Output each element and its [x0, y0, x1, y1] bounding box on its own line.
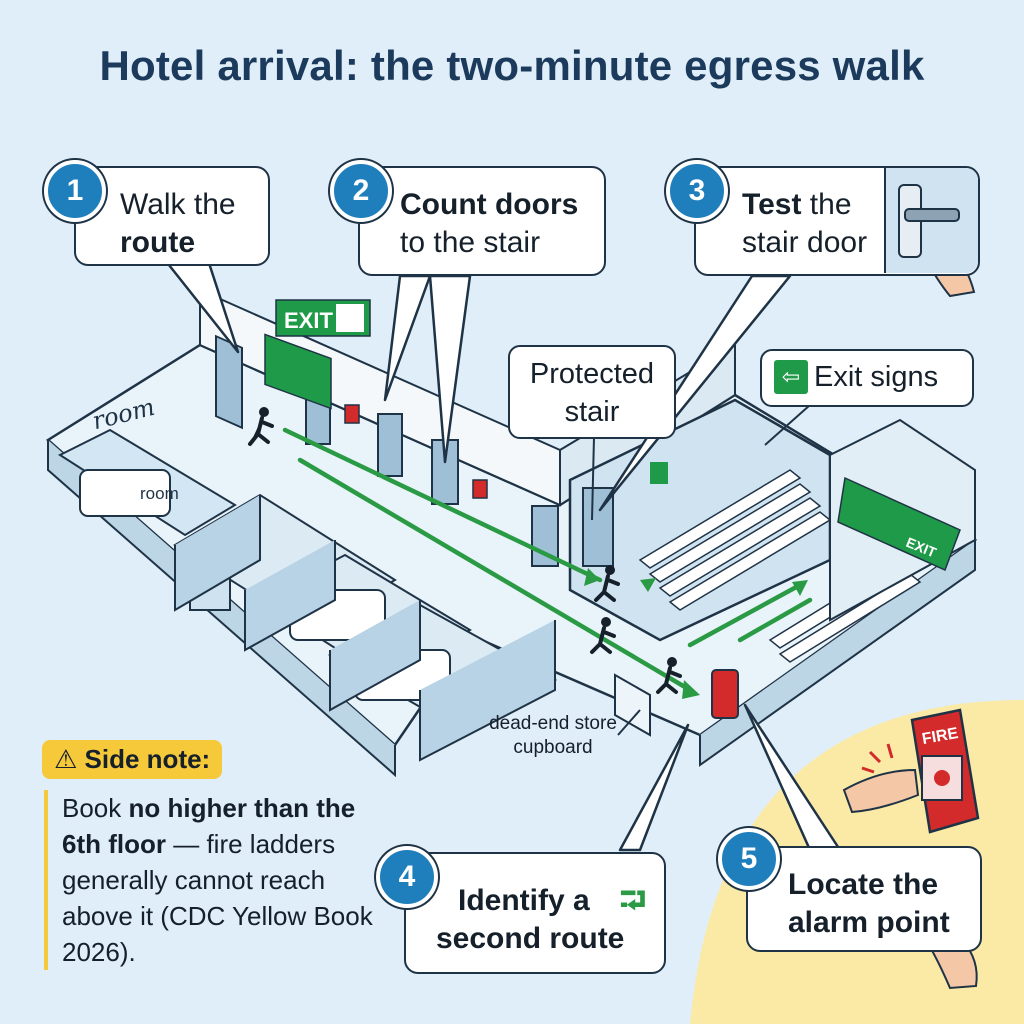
step-1-line2: route — [120, 226, 195, 259]
step-4-line2: second route — [436, 922, 625, 955]
step-4-badge: 4 — [376, 846, 438, 908]
svg-text:EXIT: EXIT — [284, 308, 333, 333]
warning-icon: ⚠ — [54, 744, 85, 774]
step-2-line2: to the stair — [400, 226, 541, 259]
side-note-body: Book no higher than the 6th floor — fire… — [44, 790, 392, 970]
exit-sign-stair — [650, 462, 668, 484]
exit-sign-right: EXIT — [837, 476, 961, 572]
protected-stair-label: Protected stair — [508, 345, 676, 439]
reroute-arrows-icon: ⮒ — [619, 882, 646, 920]
step-2-line1: Count doors — [400, 188, 579, 221]
step-4-callout: Identify a second route ⮒ — [404, 852, 666, 974]
dead-end-line2: store — [574, 713, 617, 734]
fire-alarm-illustration — [842, 708, 980, 834]
step-3-callout: Test the stair door — [694, 166, 980, 276]
bedroom — [57, 428, 558, 762]
step-5-line1: Locate the — [788, 868, 939, 901]
exit-sign-top: EXIT — [275, 299, 371, 337]
protected-stair-line2: stair — [564, 396, 620, 428]
protected-stair-line1: Protected — [529, 358, 655, 390]
exit-sign-arrow-left — [264, 333, 332, 410]
step-5-badge: 5 — [718, 828, 780, 890]
side-note-text-bold: no higher than the 6th floor — [62, 793, 356, 859]
step-3-badge: 3 — [666, 160, 728, 222]
step-3-rest: the — [801, 188, 852, 221]
step-1-line1: Walk the — [120, 188, 236, 221]
step-4-line1: Identify a — [458, 884, 590, 917]
step-2-badge: 2 — [330, 160, 392, 222]
step-1-callout: Walk the route — [74, 166, 270, 266]
dead-end-line1: dead-end — [489, 713, 570, 734]
room-label-small: room — [140, 484, 179, 503]
side-note-text-a: Book — [62, 793, 129, 823]
door-handle-panel — [884, 168, 978, 273]
dead-end-cupboard — [614, 673, 651, 737]
dead-end-line3: cupboard — [513, 737, 593, 758]
exit-signs-label: ⇦ Exit signs — [760, 349, 974, 407]
exit-sign-icon: ⇦ — [774, 360, 808, 394]
step-5-line2: alarm point — [788, 906, 950, 939]
dead-end-label: dead-end store cupboard — [488, 712, 618, 760]
page-title: Hotel arrival: the two-minute egress wal… — [99, 42, 925, 89]
step-5-callout: Locate the alarm point — [746, 846, 982, 952]
step-1-badge: 1 — [44, 160, 106, 222]
side-note-text-b: — fire ladders generally cannot reach ab… — [62, 829, 373, 967]
side-note-heading-text: Side note: — [84, 744, 211, 774]
alarm-point-wall — [711, 669, 739, 719]
side-note-heading: ⚠ Side note: — [42, 740, 223, 779]
step-3-line2: stair door — [742, 226, 868, 259]
step-3-bold: Test — [742, 188, 802, 221]
step-2-callout: Count doors to the stair — [358, 166, 606, 276]
room-door — [377, 413, 403, 477]
route-arrows — [282, 427, 813, 693]
exit-signs-text: Exit signs — [814, 361, 939, 393]
